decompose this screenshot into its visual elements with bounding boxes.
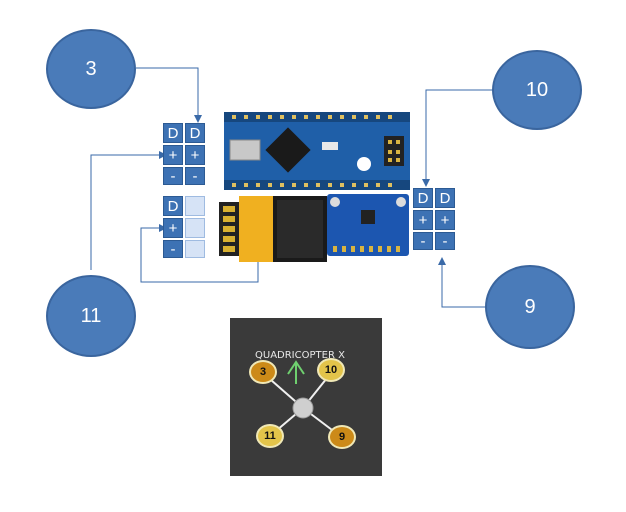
pin-cell: - (435, 232, 455, 250)
pin-bubble-9: 9 (485, 265, 575, 349)
quadcopter-layout-panel: QUADRICOPTER X 3 10 11 9 (230, 318, 382, 476)
pin-cell: + (163, 218, 183, 238)
pin-cell: + (435, 210, 455, 230)
pin-header-right: D D + + - - (413, 188, 455, 250)
wire-10 (422, 89, 495, 187)
motor-9: 9 (328, 425, 356, 449)
pin-bubble-10: 10 (492, 50, 582, 130)
quadcopter-title: QUADRICOPTER X (255, 350, 345, 361)
pin-cell: + (163, 145, 183, 165)
pin-cell: D (163, 123, 183, 143)
wire-3 (136, 67, 202, 123)
pin-cell: D (163, 196, 183, 216)
quad-frame (262, 360, 341, 437)
pin-cell: - (185, 167, 205, 185)
pin-header-left-mid: D + - (163, 196, 205, 258)
arduino-nano-board (224, 112, 410, 190)
pin-cell-empty (185, 240, 205, 258)
pin-cell: + (185, 145, 205, 165)
motor-10: 10 (317, 358, 345, 382)
pin-cell: D (435, 188, 455, 208)
imu-sensor-board (327, 194, 409, 256)
pin-bubble-3: 3 (46, 29, 136, 109)
wire-9 (438, 257, 488, 308)
wire-11 (90, 151, 167, 270)
pin-cell: - (163, 167, 183, 185)
pin-cell: D (185, 123, 205, 143)
pin-cell-empty (185, 196, 205, 216)
pin-header-left-top: D D + + - - (163, 123, 205, 185)
frsky-receiver (219, 196, 327, 262)
motor-3: 3 (249, 360, 277, 384)
pin-cell-empty (185, 218, 205, 238)
pin-cell: - (413, 232, 433, 250)
pin-cell: + (413, 210, 433, 230)
pin-cell: - (163, 240, 183, 258)
wire-receiver (140, 224, 259, 283)
pin-bubble-11: 11 (46, 275, 136, 357)
motor-11: 11 (256, 424, 284, 448)
pin-cell: D (413, 188, 433, 208)
